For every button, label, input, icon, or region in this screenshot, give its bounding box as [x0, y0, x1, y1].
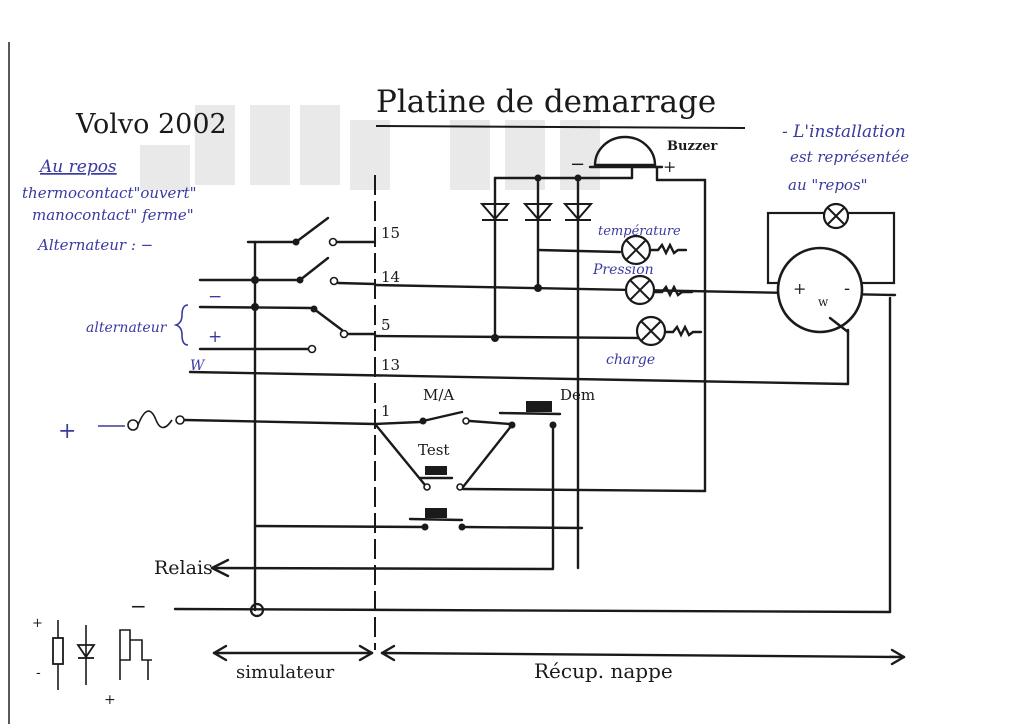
buzzer-minus: −	[570, 154, 585, 175]
diode-1	[479, 203, 511, 221]
alt-minus-label: −	[208, 287, 222, 307]
install-note-2: est représentée	[790, 148, 909, 166]
legend-minus: -	[36, 665, 41, 681]
switch-5	[198, 303, 377, 339]
wire-5-main	[373, 334, 642, 340]
diode-3	[562, 203, 594, 221]
supply-terminal	[127, 419, 139, 431]
diode-array	[479, 174, 634, 570]
dem-button-bar	[498, 411, 562, 416]
test-label: Test	[418, 441, 449, 459]
test-contact-a	[423, 483, 431, 491]
motor-plus: +	[793, 279, 806, 298]
buzzer-label: Buzzer	[667, 139, 717, 154]
rest-title: Au repos	[38, 157, 117, 177]
ma-out	[468, 419, 512, 426]
terminal-5: 5	[381, 316, 391, 334]
pb3-out	[460, 525, 584, 530]
relay-arrow	[210, 558, 230, 578]
alternator-motor	[766, 202, 896, 334]
ma-contact-b	[462, 417, 470, 425]
terminal-alt-plus	[307, 344, 317, 354]
legend-symbols: + - +	[32, 616, 152, 708]
install-note-3: au "repos"	[788, 176, 868, 194]
sim-arrow	[212, 644, 374, 662]
terminal-1: 1	[381, 402, 391, 420]
relay-label: Relais	[154, 557, 213, 579]
alt-w-label: W	[190, 358, 206, 374]
title-underline	[375, 125, 746, 129]
lamp-temperature	[536, 234, 688, 266]
test-button-cap	[425, 466, 447, 475]
motor-minus: -	[844, 278, 850, 299]
buzzer-plus: +	[663, 157, 676, 176]
lamp-charge-label: charge	[606, 352, 655, 368]
supply-cable	[137, 410, 173, 429]
ma-blade	[421, 410, 464, 423]
terminal-14: 14	[381, 268, 400, 286]
dem-button-cap	[526, 401, 552, 412]
lamp-press-label: Pression	[592, 262, 654, 278]
lamp-pressure	[624, 274, 694, 306]
wire-1	[183, 418, 377, 426]
alternator-brace	[173, 304, 189, 346]
buzzer	[588, 135, 707, 493]
switch-15	[246, 216, 377, 247]
terminal-15: 15	[381, 224, 400, 242]
alternator-label: alternateur	[86, 320, 168, 336]
supply-terminal-2	[175, 415, 185, 425]
lamp-charge	[635, 315, 703, 347]
ma-wire	[373, 420, 422, 426]
install-note-1: - L'installation	[782, 122, 906, 142]
alt-plus-label: +	[208, 327, 222, 347]
ma-label: M/A	[423, 386, 454, 404]
rest-line-1: thermocontact"ouvert"	[22, 184, 197, 202]
test-lead-left	[373, 422, 427, 487]
sim-label: simulateur	[236, 662, 335, 683]
terminal-13: 13	[381, 356, 400, 374]
legend-plus: +	[32, 616, 43, 631]
wire-13	[188, 370, 850, 386]
test-lead-right	[461, 423, 514, 489]
pb3-in	[253, 524, 427, 529]
gnd-node	[249, 602, 265, 618]
recup-label: Récup. nappe	[534, 659, 673, 683]
motor-w: w	[818, 295, 829, 309]
legend-plus-2: +	[104, 692, 116, 708]
switch-14	[198, 256, 377, 286]
pb3-bar	[408, 517, 464, 522]
lamp-temp-label: température	[598, 224, 681, 239]
page-title: Platine de demarrage	[376, 84, 716, 120]
gnd-minus: −	[130, 594, 147, 618]
recup-arrow	[380, 644, 906, 666]
rest-line-2: manocontact" ferme"	[32, 206, 194, 224]
gnd-wire	[173, 607, 892, 614]
pb3-cap	[425, 508, 447, 518]
diode-2	[522, 203, 554, 221]
supply-plus: +	[58, 419, 76, 444]
car-label: Volvo 2002	[75, 109, 227, 140]
test-out	[461, 487, 707, 493]
relay-wire	[210, 566, 555, 571]
rest-line-3: Alternateur : −	[36, 236, 153, 254]
